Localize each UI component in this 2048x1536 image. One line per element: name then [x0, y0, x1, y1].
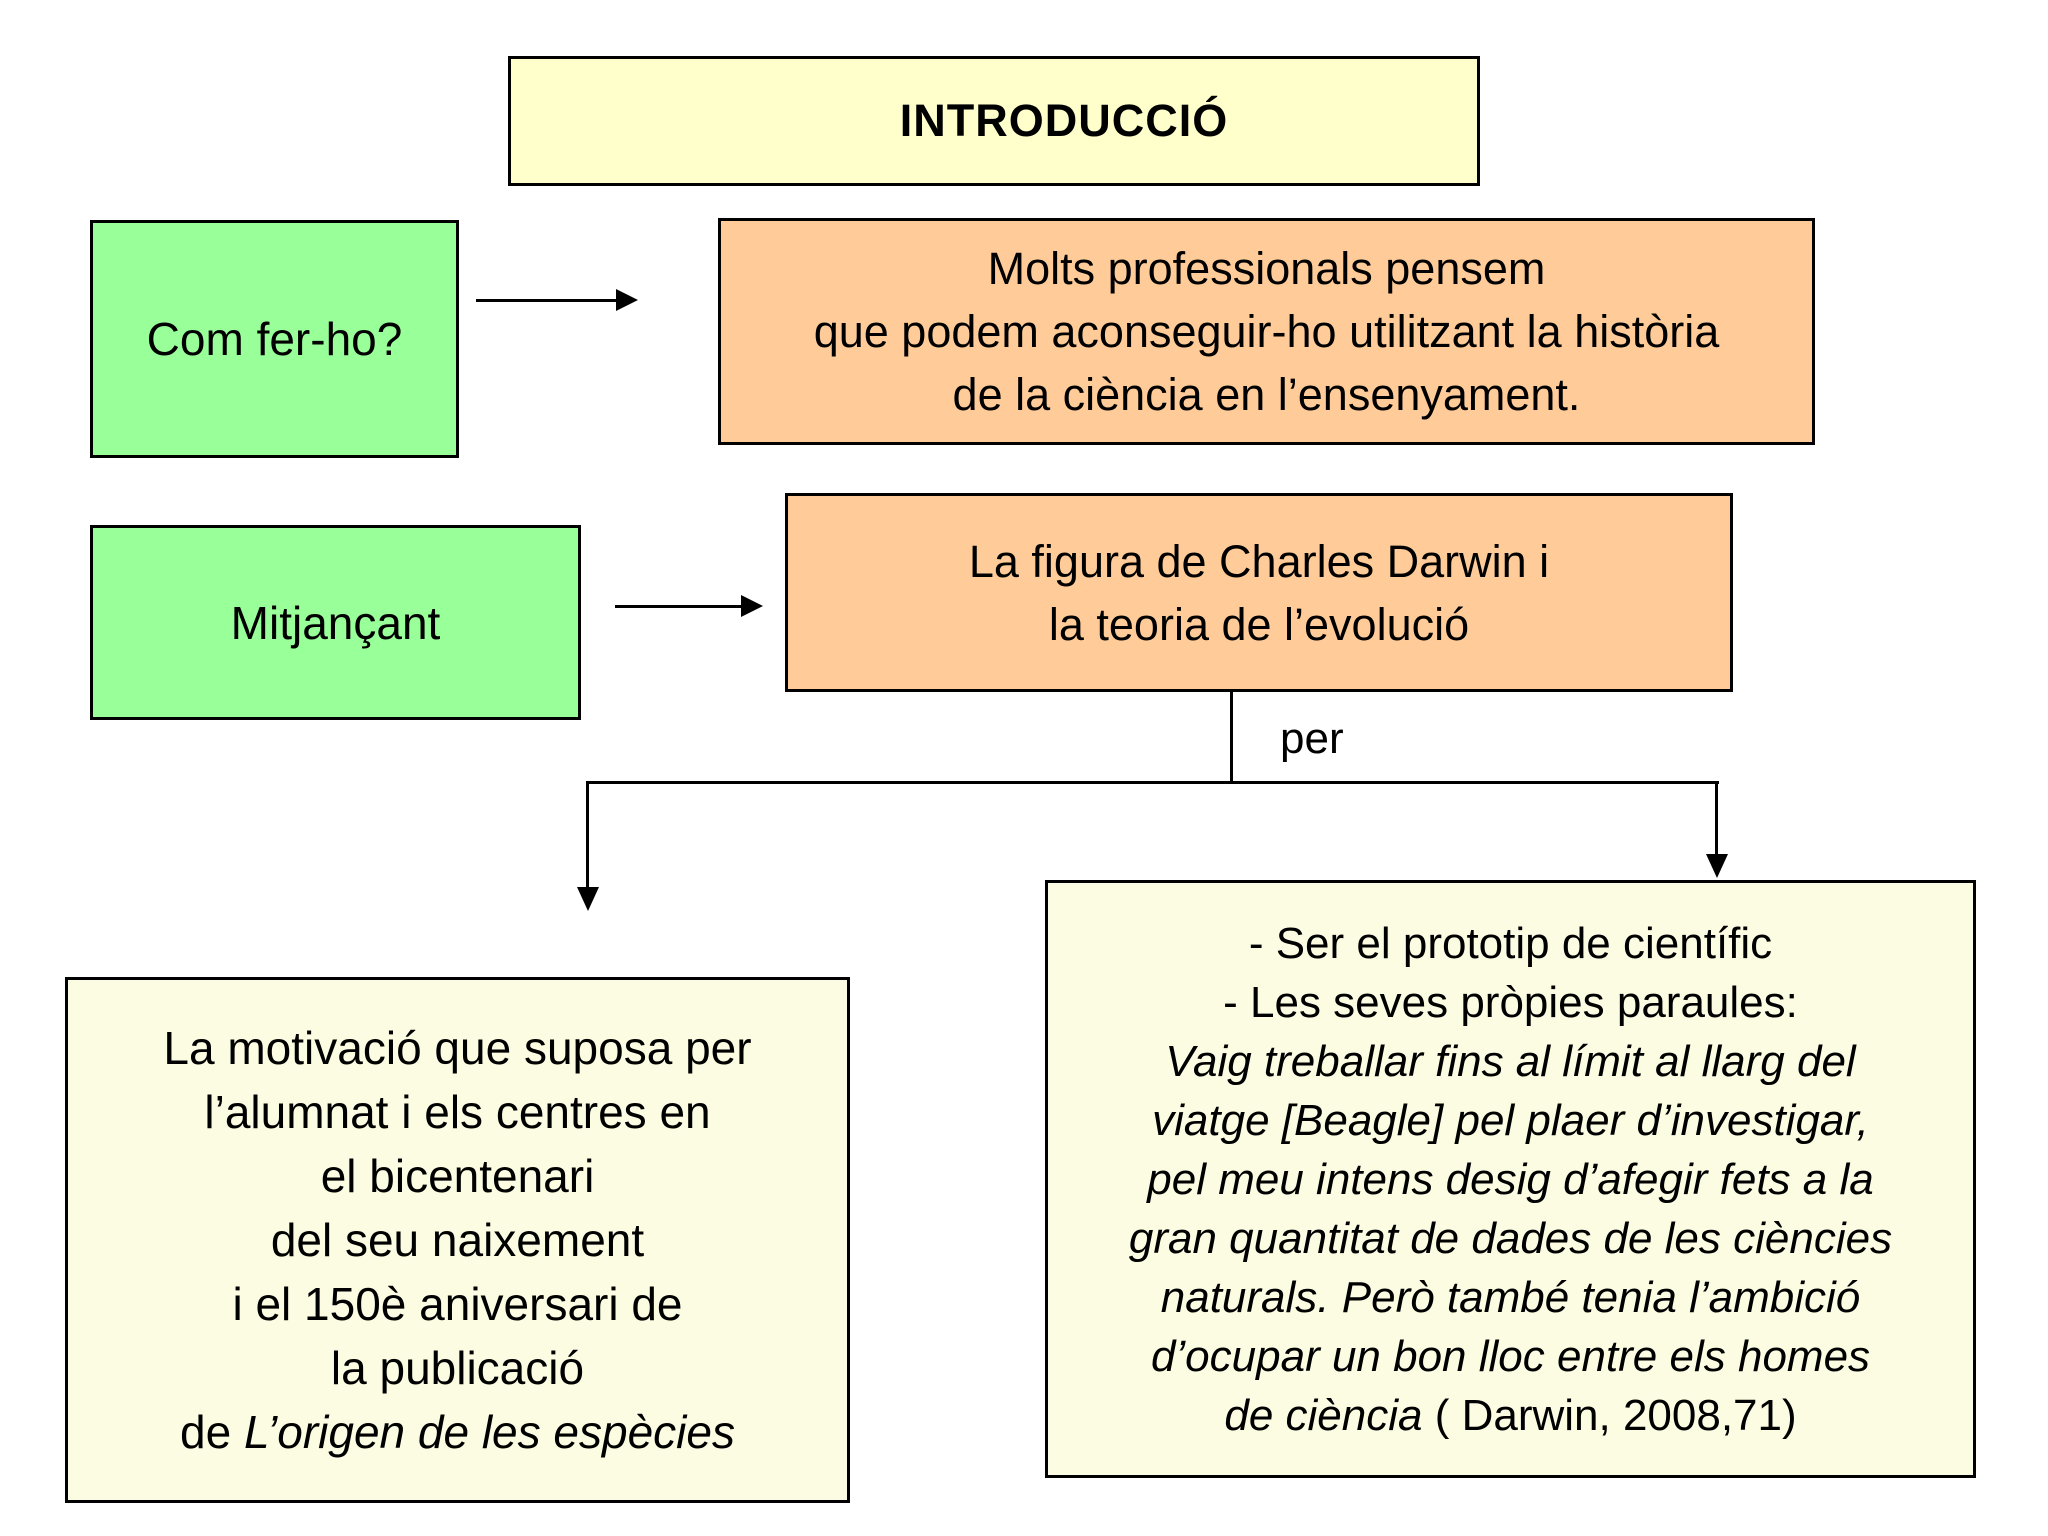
step-box-mitjancant: Mitjançant: [90, 525, 581, 720]
text-line: l’alumnat i els centres en: [204, 1086, 711, 1138]
text-line: del seu naixement: [270, 1214, 645, 1266]
arrow-head-down-icon: [577, 887, 599, 911]
text-line: que podem aconseguir-ho utilitzant la hi…: [813, 306, 1720, 357]
step-label: Com fer-ho?: [146, 313, 403, 365]
step-box-com-fer-ho: Com fer-ho?: [90, 220, 459, 458]
text-line: La figura de Charles Darwin i: [968, 535, 1550, 587]
citation: ( Darwin, 2008,71): [1434, 1390, 1797, 1440]
arrow-line: [615, 605, 743, 608]
quote-line: d’ocupar un bon lloc entre els homes: [1150, 1331, 1871, 1381]
text-line: - Ser el prototip de científic: [1248, 918, 1773, 968]
arrow-line: [476, 299, 618, 302]
connector-right-drop-line: [1715, 781, 1718, 856]
quote-line: Vaig treballar fins al límit al llarg de…: [1165, 1036, 1856, 1086]
connector-label: per: [1280, 714, 1344, 763]
text-line: la publicació: [330, 1342, 585, 1394]
detail-box-motivacio: La motivació que suposa per l’alumnat i …: [65, 977, 850, 1503]
result-box-professionals: Molts professionals pensem que podem aco…: [718, 218, 1815, 445]
page-title: INTRODUCCIÓ: [899, 95, 1229, 146]
arrow-head-right-icon: [741, 595, 763, 617]
detail-box-prototip: - Ser el prototip de científic - Les sev…: [1045, 880, 1976, 1478]
text-line: - Les seves pròpies paraules:: [1223, 977, 1798, 1027]
title-box: INTRODUCCIÓ: [508, 56, 1480, 186]
result-box-darwin: La figura de Charles Darwin i la teoria …: [785, 493, 1733, 692]
connector-cross-line: [586, 781, 1719, 784]
text-line: i el 150è aniversari de: [232, 1278, 683, 1330]
quote-line: gran quantitat de dades de les ciències: [1128, 1213, 1893, 1263]
text-line: de la ciència en l’ensenyament.: [952, 369, 1581, 420]
text-line: la teoria de l’evolució: [1048, 598, 1470, 650]
arrow-head-down-icon: [1706, 854, 1728, 878]
arrow-head-right-icon: [616, 289, 638, 311]
quote-line: pel meu intens desig d’afegir fets a la: [1147, 1154, 1874, 1204]
text-line: el bicentenari: [320, 1150, 595, 1202]
quote-line: naturals. Però també tenia l’ambició: [1160, 1272, 1861, 1322]
text-line: Molts professionals pensem: [987, 243, 1546, 294]
quote-line: viatge [Beagle] pel plaer d’investigar,: [1152, 1095, 1869, 1145]
text-line: de L’origen de les espècies: [180, 1406, 735, 1458]
quote-citation-line: de ciència ( Darwin, 2008,71): [1224, 1390, 1797, 1440]
text-line: La motivació que suposa per: [163, 1022, 752, 1074]
connector-left-drop-line: [586, 781, 589, 887]
connector-stub-line: [1230, 692, 1233, 784]
book-title: L’origen de les espècies: [243, 1406, 735, 1458]
step-label: Mitjançant: [230, 596, 441, 649]
